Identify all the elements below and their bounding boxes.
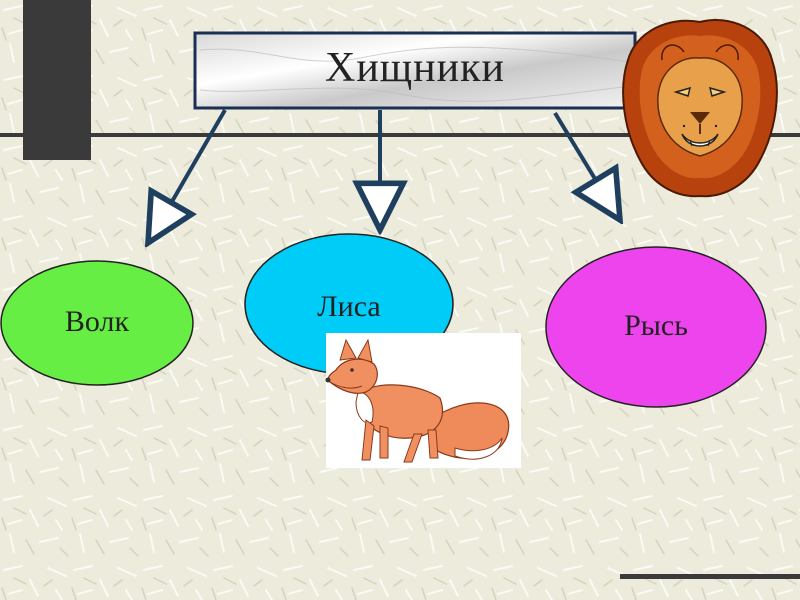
horizontal-accent-line: [0, 133, 800, 137]
node-lynx-shape: [545, 246, 767, 408]
lion-head-icon: [622, 18, 778, 198]
marble-texture: [199, 46, 631, 102]
bottom-accent-line: [620, 574, 800, 579]
node-fox-label: Лиса: [317, 290, 381, 323]
node-wolf-label: Волк: [64, 305, 130, 338]
arrow-to-lynx: [553, 111, 620, 220]
arrow-to-wolf: [148, 108, 227, 243]
diagram-title: Хищники: [325, 45, 505, 91]
node-lynx-label: Рысь: [624, 309, 688, 342]
node-wolf-shape: [0, 260, 194, 386]
fox-illustration: [325, 333, 521, 468]
